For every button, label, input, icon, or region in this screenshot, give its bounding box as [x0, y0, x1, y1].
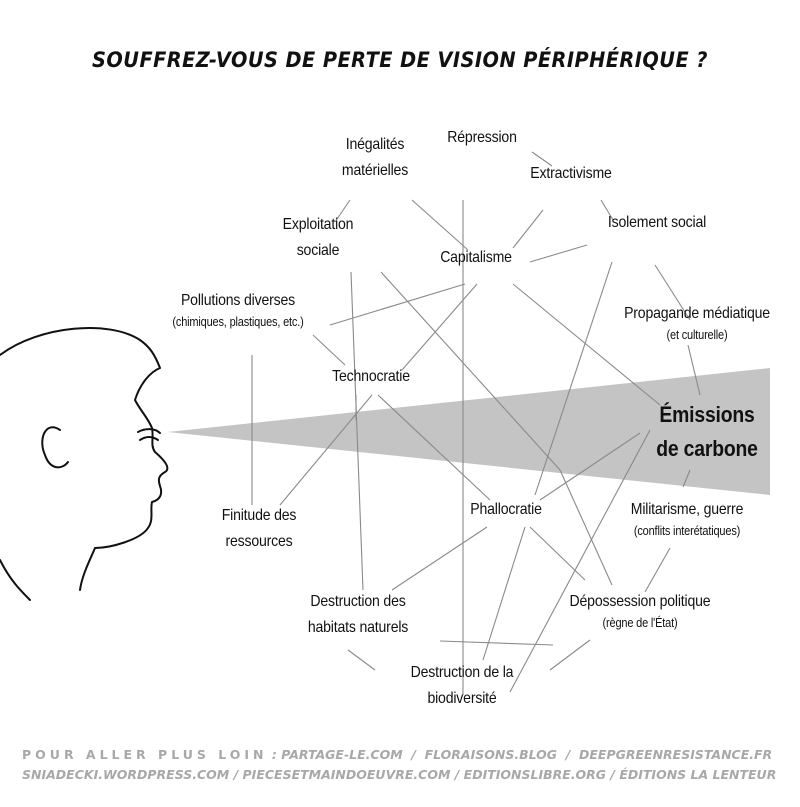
- node-line: Pollutions diverses: [180, 292, 296, 309]
- node-line: Dépossession politique: [569, 593, 711, 610]
- footer-references: POUR ALLER PLUS LOIN : PARTAGE-LE.COM / …: [22, 745, 776, 785]
- node-emissions-carbone: Émissions de carbone: [656, 398, 758, 466]
- connection-lines: [251, 151, 701, 695]
- head-profile-illustration: [0, 327, 169, 601]
- node-line: Propagande médiatique: [624, 305, 770, 322]
- node-line: Destruction des: [310, 593, 406, 610]
- node-extractivisme: Extractivisme: [530, 165, 612, 182]
- node-line: habitats naturels: [307, 619, 409, 636]
- node-line: Destruction de la: [410, 664, 514, 681]
- node-inegalites-materielles: Inégalités matérielles: [342, 132, 408, 184]
- page-title: SOUFFREZ-VOUS DE PERTE DE VISION PÉRIPHÉ…: [92, 48, 708, 72]
- vision-cone: [168, 368, 770, 495]
- node-destruction-habitats: Destruction des habitats naturels: [307, 589, 409, 641]
- node-line: Émissions: [659, 402, 755, 427]
- node-line: sociale: [296, 242, 340, 259]
- node-exploitation-sociale: Exploitation sociale: [283, 212, 354, 264]
- node-depossession-politique: Dépossession politique (règne de l'État): [570, 589, 711, 631]
- node-subtitle: (chimiques, plastiques, etc.): [172, 315, 304, 329]
- node-subtitle: (règne de l'État): [602, 616, 678, 630]
- node-repression: Répression: [447, 129, 517, 146]
- node-finitude-ressources: Finitude des ressources: [222, 503, 297, 555]
- node-line: Exploitation: [282, 216, 354, 233]
- node-technocratie: Technocratie: [332, 368, 410, 385]
- node-line: ressources: [225, 533, 293, 550]
- node-isolement-social: Isolement social: [607, 214, 707, 231]
- node-line: Militarisme, guerre: [630, 501, 744, 518]
- node-line: Inégalités: [345, 136, 405, 153]
- footer-lead: POUR ALLER PLUS LOIN: [22, 747, 268, 762]
- node-destruction-biodiversite: Destruction de la biodiversité: [411, 660, 514, 712]
- node-subtitle: (conflits interétatiques): [633, 524, 741, 538]
- footer-links-2: SNIADECKI.WORDPRESS.COM / PIECESETMAINDO…: [22, 767, 777, 782]
- node-pollutions-diverses: Pollutions diverses (chimiques, plastiqu…: [172, 288, 303, 330]
- node-line: biodiversité: [427, 690, 497, 707]
- node-capitalisme: Capitalisme: [440, 249, 512, 266]
- node-phallocratie: Phallocratie: [470, 501, 542, 518]
- footer-line-1: POUR ALLER PLUS LOIN : PARTAGE-LE.COM / …: [22, 745, 776, 765]
- node-line: Finitude des: [221, 507, 297, 524]
- node-line: de carbone: [656, 436, 758, 461]
- footer-links-1: : PARTAGE-LE.COM / FLORAISONS.BLOG / DEE…: [271, 747, 773, 762]
- node-militarisme-guerre: Militarisme, guerre (conflits interétati…: [630, 497, 744, 539]
- node-propagande-mediatique: Propagande médiatique (et culturelle): [624, 301, 770, 343]
- node-line: matérielles: [341, 162, 409, 179]
- node-subtitle: (et culturelle): [666, 328, 728, 342]
